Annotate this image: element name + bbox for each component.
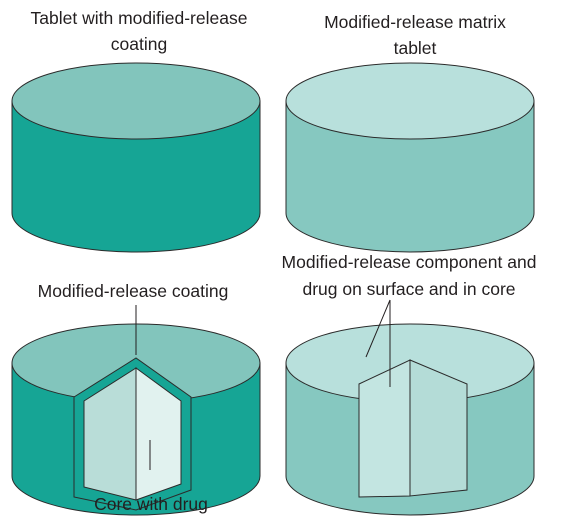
coating-label: Modified-release coating	[38, 281, 229, 301]
coated-tablet-title-line2: coating	[111, 34, 167, 54]
matrix-tablet-side	[285, 100, 535, 253]
matrix-tablet-cutaway	[285, 323, 535, 516]
matrix-tablet-title-line2: tablet	[394, 38, 437, 58]
matrix-tablet-whole	[285, 62, 535, 253]
coated-tablet-side	[11, 100, 261, 253]
coated-tablet-whole	[11, 62, 261, 253]
matrix-cut-right	[409, 359, 468, 497]
coated-tablet-top	[11, 62, 261, 140]
matrix-tablet-title-line1: Modified-release matrix	[324, 12, 506, 32]
coated-tablet-title-line1: Tablet with modified-release	[31, 8, 248, 28]
matrix-tablet-top	[285, 62, 535, 140]
matrix-cut-left	[358, 359, 411, 498]
core-label: Core with drug	[94, 494, 208, 514]
matrix-component-label-line1: Modified-release component and	[282, 252, 537, 272]
coated-tablet-cutaway	[11, 323, 261, 516]
matrix-leader-line-top	[365, 299, 391, 358]
core-face-right	[135, 367, 182, 501]
matrix-component-label-line2: drug on surface and in core	[302, 279, 515, 299]
